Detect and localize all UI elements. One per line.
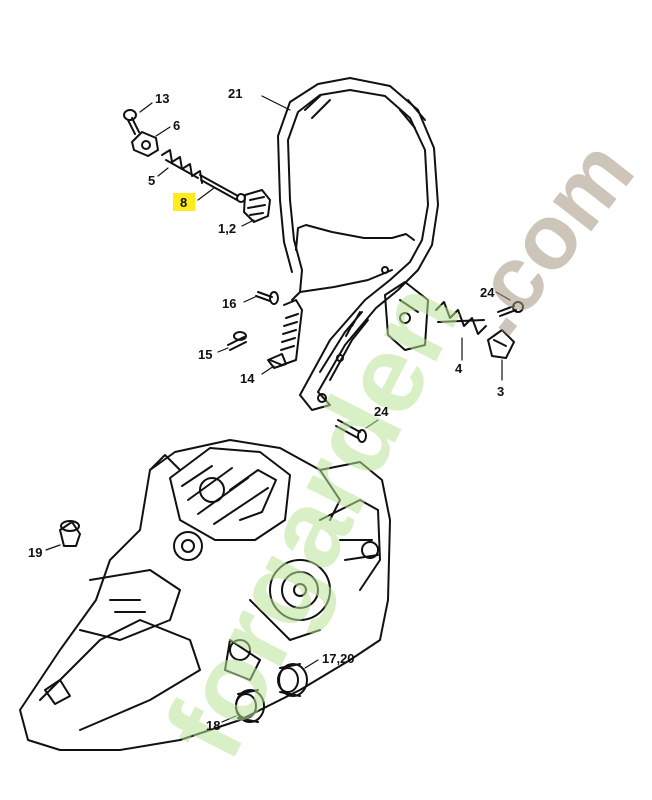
label-part-24-upper: 24 [480, 285, 495, 300]
leader-21 [261, 95, 291, 111]
buffer-part-18 [235, 689, 265, 723]
leader-17-20 [304, 659, 319, 669]
label-part-5: 5 [148, 173, 156, 188]
rod-part-8 [199, 174, 246, 203]
leader-24-lower [365, 419, 379, 429]
leader-14 [261, 365, 275, 375]
spring-part-4 [435, 301, 487, 335]
part-8-highlight [173, 193, 195, 211]
screw-part-13 [123, 109, 140, 135]
leader-5 [157, 167, 169, 177]
leader-19 [45, 544, 61, 551]
leader-13 [139, 102, 153, 113]
screw-part-24-lower [335, 419, 367, 443]
label-part-24-lower: 24 [374, 404, 389, 419]
plug-part-19 [59, 520, 81, 547]
leader-1-2 [241, 219, 255, 227]
label-part-15: 15 [198, 347, 213, 362]
leader-24-upper [495, 291, 511, 301]
leader-15 [217, 347, 229, 353]
label-part-19: 19 [28, 545, 43, 560]
spring-part-5 [161, 149, 203, 184]
label-part-18: 18 [206, 718, 221, 733]
label-part-17-20: 17,20 [322, 651, 355, 666]
leader-18 [221, 715, 237, 723]
leader-6 [155, 126, 171, 137]
chainsaw-body [19, 439, 391, 751]
handlebar-part-21 [277, 77, 439, 411]
bracket-part-14 [267, 299, 303, 369]
leader-8 [197, 187, 215, 201]
cap-part-3 [487, 329, 515, 359]
mount-block [384, 281, 429, 351]
label-part-4: 4 [455, 361, 463, 376]
label-part-1-2: 1,2 [218, 221, 237, 236]
label-part-14: 14 [240, 371, 255, 386]
label-part-21: 21 [228, 86, 243, 101]
label-part-16: 16 [222, 296, 237, 311]
label-part-8: 8 [180, 195, 188, 210]
buffer-part-1-2 [243, 189, 271, 223]
clamp-part-6 [131, 131, 159, 157]
label-part-13: 13 [155, 91, 170, 106]
label-part-6: 6 [173, 118, 181, 133]
screw-part-24-upper [497, 301, 524, 317]
buffer-part-17-20 [277, 663, 308, 697]
leader-16 [243, 296, 256, 303]
screw-part-15 [227, 331, 247, 351]
label-part-3: 3 [497, 384, 505, 399]
screw-part-16 [255, 291, 279, 305]
